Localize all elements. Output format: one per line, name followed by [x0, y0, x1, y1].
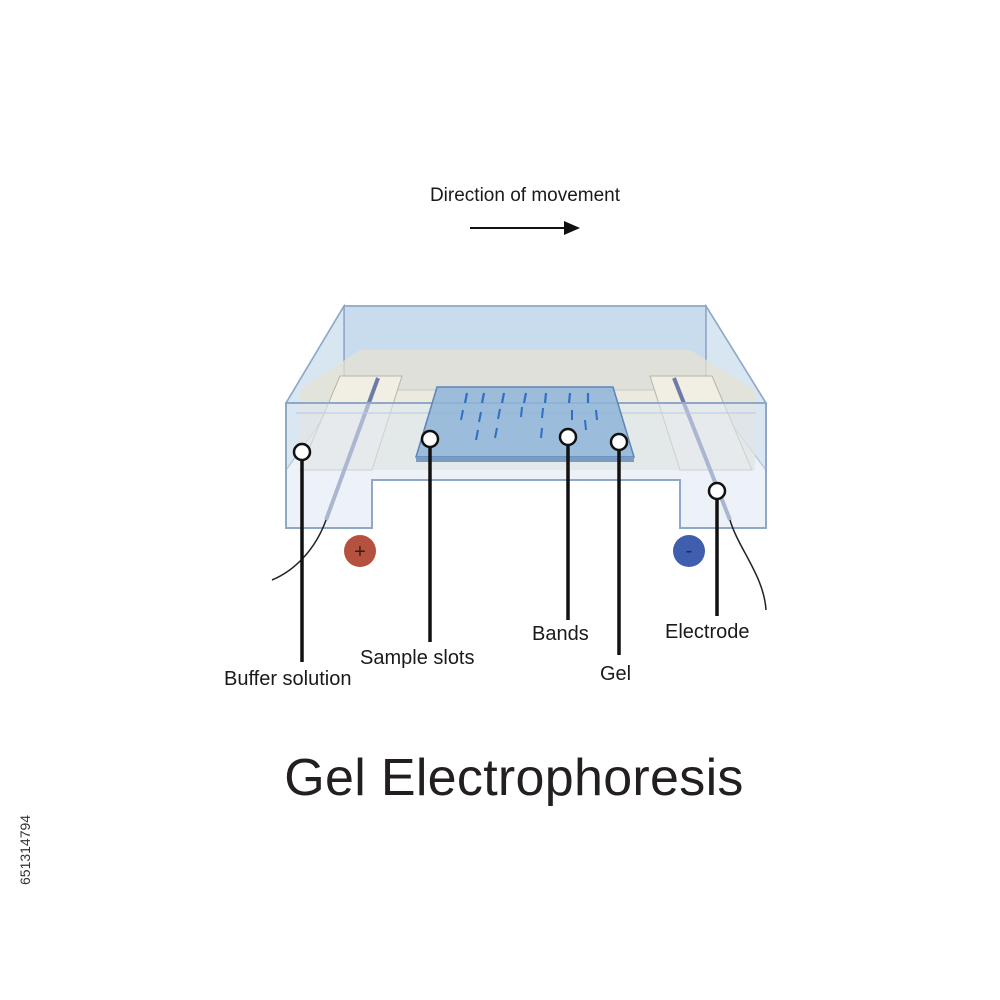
negative-terminal: - [673, 535, 705, 567]
label-gel: Gel [600, 663, 632, 685]
callout-bands [558, 427, 578, 620]
callout-gel [609, 432, 629, 655]
electrophoresis-tank [284, 303, 768, 529]
label-buffer-solution: Buffer solution [224, 668, 352, 690]
label-sample-slots: Sample slots [360, 647, 475, 669]
watermark-id: 651314794 [17, 814, 33, 886]
gel-bands [460, 406, 598, 441]
callout-electrode [707, 481, 727, 616]
svg-text:-: - [686, 540, 693, 562]
svg-text:+: + [354, 541, 366, 563]
label-electrode: Electrode [665, 621, 750, 643]
negative-lead-wire [729, 519, 767, 611]
positive-lead-wire [271, 519, 327, 581]
sample-slots [463, 392, 590, 404]
callout-sample-slots [420, 429, 440, 642]
direction-arrow [470, 221, 580, 235]
direction-label: Direction of movement [429, 185, 621, 206]
positive-terminal: + [344, 535, 376, 567]
callout-buffer-solution [292, 442, 312, 662]
label-bands: Bands [532, 623, 589, 645]
tank-front-wall [285, 402, 767, 529]
page-title: Gel Electrophoresis [284, 749, 744, 807]
